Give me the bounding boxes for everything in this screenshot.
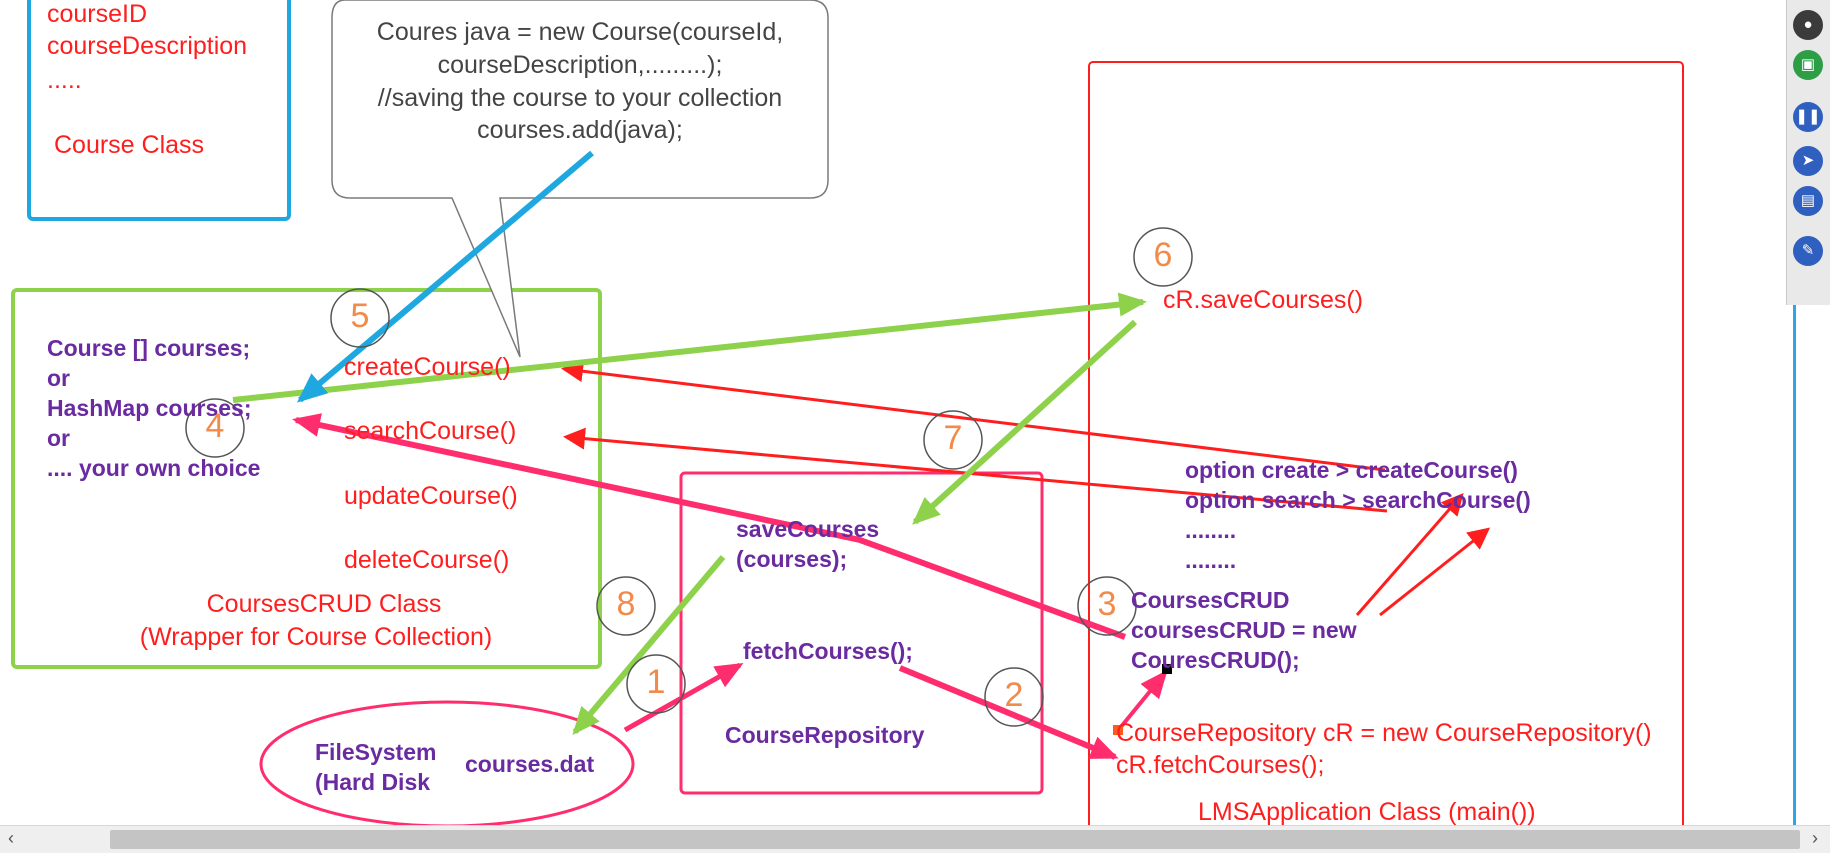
app-option-more-2: ........ <box>1185 547 1237 573</box>
course-class-box <box>27 0 291 221</box>
app-crud-decl-1: CoursesCRUD <box>1131 587 1290 613</box>
app-option-create: option create > createCourse() <box>1185 457 1518 483</box>
repo-class-title: CourseRepository <box>725 722 925 748</box>
arrow-crud-to-option2 <box>1379 527 1491 617</box>
annotation-toolbar: ● ▣ ❚❚ ➤ ▤ ✎ <box>1786 0 1830 305</box>
crud-method-search: searchCourse() <box>344 417 517 445</box>
canvas-right-border <box>1793 305 1796 825</box>
arrow-step7-save <box>912 319 1138 525</box>
arrow-step2-fetch <box>898 665 1119 760</box>
app-option-more-1: ........ <box>1185 517 1237 543</box>
filesystem-file: courses.dat <box>465 751 595 777</box>
crud-decl-own: .... your own choice <box>47 455 261 481</box>
repo-save-line-2: (courses); <box>736 546 848 572</box>
step-circle-5 <box>330 288 390 348</box>
arrow-step4-collection <box>292 413 1127 640</box>
crud-method-delete: deleteCourse() <box>344 546 510 574</box>
arrow-option-search <box>563 427 1388 513</box>
step-circle-7 <box>923 410 983 470</box>
arrow-option-create <box>561 360 1386 472</box>
screen-icon[interactable]: ▤ <box>1793 186 1823 216</box>
callout-bubble <box>331 0 829 358</box>
app-class-title: LMSApplication Class (main()) <box>1198 798 1536 826</box>
app-repo-decl: CourseRepository cR = new CourseReposito… <box>1116 719 1652 747</box>
app-fetch-call: cR.fetchCourses(); <box>1116 751 1325 779</box>
step-number-4: 4 <box>205 407 225 445</box>
app-crud-decl-3: CouresCRUD(); <box>1131 647 1300 673</box>
crud-class-box <box>11 288 602 669</box>
crud-class-subtitle: (Wrapper for Course Collection) <box>139 623 493 651</box>
scroll-right-icon[interactable]: › <box>1812 828 1818 848</box>
crud-class-title: CoursesCRUD Class <box>206 590 442 618</box>
crud-decl-array: Course [] courses; <box>47 335 251 361</box>
step-number-1: 1 <box>646 663 666 701</box>
scrollbar-thumb[interactable] <box>110 830 1800 849</box>
repo-fetch: fetchCourses(); <box>743 638 913 664</box>
arrow-crud-to-option1 <box>1355 492 1464 616</box>
callout-line-4: courses.add(java); <box>477 116 683 144</box>
app-save-call: cR.saveCourses() <box>1163 286 1364 314</box>
presentation-icon[interactable]: ▣ <box>1793 50 1823 80</box>
callout-line-2: courseDescription,.........); <box>437 51 723 79</box>
crud-decl-or-2: or <box>47 425 70 451</box>
filesystem-line-2: (Hard Disk <box>315 769 431 795</box>
orange-handle <box>1113 725 1123 735</box>
course-field-more: ..... <box>47 66 82 94</box>
step-number-5: 5 <box>350 297 370 335</box>
step-circle-2 <box>984 667 1044 727</box>
crud-decl-or-1: or <box>47 365 70 391</box>
step-number-8: 8 <box>616 585 636 623</box>
course-class-title: Course Class <box>54 131 205 159</box>
step-circle-3 <box>1077 576 1137 636</box>
repo-save-line-1: saveCourses <box>736 516 880 542</box>
step-number-2: 2 <box>1004 676 1024 714</box>
pointer-icon[interactable]: ➤ <box>1793 146 1823 176</box>
step-number-7: 7 <box>943 419 963 457</box>
pause-icon[interactable]: ❚❚ <box>1793 102 1823 132</box>
arrow-step8-write <box>572 555 726 736</box>
crud-method-create: createCourse() <box>344 353 511 381</box>
callout-line-3: //saving the course to your collection <box>377 84 783 112</box>
step-circle-8 <box>596 576 656 636</box>
highlighter-icon[interactable]: ✎ <box>1793 236 1823 266</box>
course-field-id: courseID <box>47 0 148 28</box>
arrow-step5-save <box>232 292 1147 403</box>
crud-method-update: updateCourse() <box>344 482 518 510</box>
step-number-3: 3 <box>1097 585 1117 623</box>
app-crud-decl-2: coursesCRUD = new <box>1131 617 1357 643</box>
scroll-left-icon[interactable]: ‹ <box>8 828 14 848</box>
filesystem-line-1: FileSystem <box>315 739 437 765</box>
step-number-6: 6 <box>1153 236 1173 274</box>
app-option-search: option search > searchCourse() <box>1185 487 1531 513</box>
crud-decl-hashmap: HashMap courses; <box>47 395 252 421</box>
selection-handle <box>1162 664 1172 674</box>
step-circle-6 <box>1133 227 1193 287</box>
lms-application-box <box>1088 61 1684 852</box>
arrow-add-to-collection <box>296 150 594 403</box>
step-circle-1 <box>626 654 686 714</box>
camera-icon[interactable]: ● <box>1793 10 1823 40</box>
arrow-repo-to-crud <box>1118 669 1168 730</box>
course-field-description: courseDescription <box>47 32 248 60</box>
horizontal-scrollbar[interactable]: ‹ › <box>0 825 1830 853</box>
step-circle-4 <box>185 398 245 458</box>
repository-class-box <box>679 471 1044 795</box>
callout-line-1: Coures java = new Course(courseId, <box>376 18 784 46</box>
